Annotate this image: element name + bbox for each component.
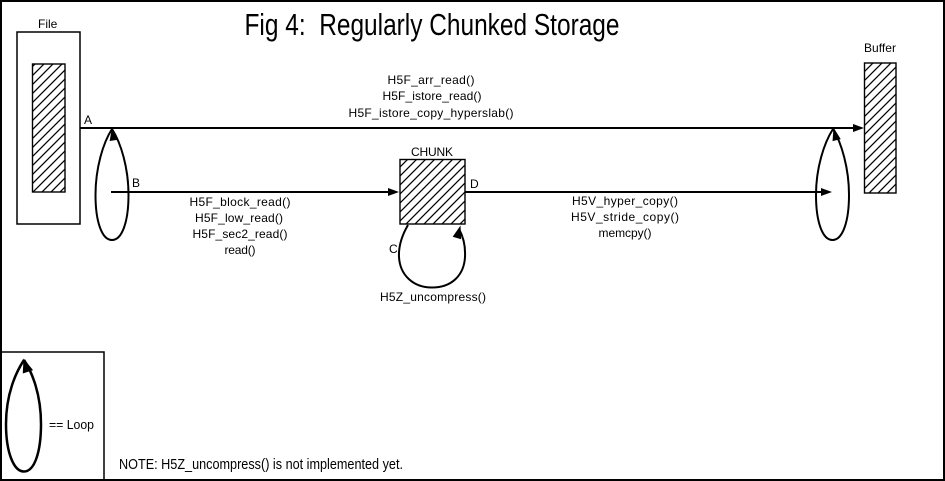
svg-text:CHUNK: CHUNK <box>411 145 453 159</box>
svg-text:C: C <box>389 242 398 256</box>
svg-text:Fig 4: Regularly Chunked Stor: Fig 4: Regularly Chunked Storage <box>245 7 620 42</box>
svg-text:NOTE: H5Z_uncompress() is not: NOTE: H5Z_uncompress() is not implemente… <box>119 456 403 473</box>
svg-text:A: A <box>84 113 92 127</box>
svg-text:read(): read() <box>225 243 256 257</box>
svg-text:H5F_block_read(): H5F_block_read() <box>190 195 291 209</box>
svg-text:B: B <box>132 176 140 190</box>
svg-text:H5V_hyper_copy(): H5V_hyper_copy() <box>572 194 678 208</box>
svg-text:H5F_sec2_read(): H5F_sec2_read() <box>193 227 288 241</box>
svg-text:H5F_arr_read(): H5F_arr_read() <box>388 73 475 87</box>
svg-text:H5Z_uncompress(): H5Z_uncompress() <box>380 290 486 304</box>
svg-text:H5F_istore_copy_hyperslab(): H5F_istore_copy_hyperslab() <box>349 106 514 120</box>
svg-text:H5F_low_read(): H5F_low_read() <box>195 211 283 225</box>
svg-text:Buffer: Buffer <box>864 41 896 55</box>
svg-text:D: D <box>470 177 479 191</box>
svg-text:H5V_stride_copy(): H5V_stride_copy() <box>571 210 679 224</box>
svg-text:File: File <box>38 17 58 31</box>
svg-text:== Loop: == Loop <box>49 417 94 432</box>
svg-text:memcpy(): memcpy() <box>599 226 652 240</box>
svg-text:H5F_istore_read(): H5F_istore_read() <box>383 89 482 103</box>
